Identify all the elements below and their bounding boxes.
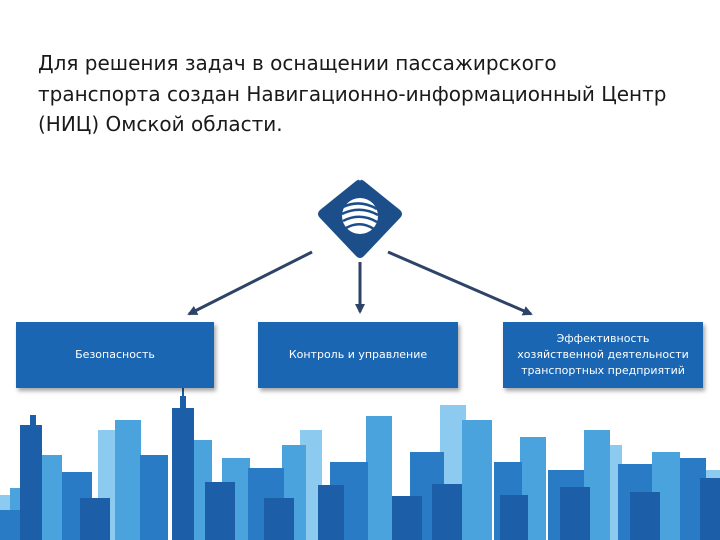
box-efficiency-line-2: хозяйственной деятельности (517, 348, 689, 361)
box-efficiency-line-1: Эффективность (556, 332, 650, 345)
box-efficiency-label: Эффективность хозяйственной деятельности… (517, 331, 689, 379)
box-control: Контроль и управление (258, 322, 458, 388)
box-efficiency: Эффективность хозяйственной деятельности… (503, 322, 703, 388)
intro-line-3: (НИЦ) Омской области. (38, 112, 283, 136)
globe-logo-icon (341, 198, 379, 234)
box-efficiency-line-3: транспортных предприятий (521, 364, 685, 377)
arrow-to-safety (187, 250, 313, 316)
box-safety: Безопасность (16, 322, 214, 388)
city-skyline (0, 382, 720, 540)
center-node (318, 179, 402, 258)
arrow-to-efficiency (387, 250, 533, 316)
intro-line-2: транспорта создан Навигационно-информаци… (38, 81, 667, 106)
box-control-label: Контроль и управление (288, 348, 428, 361)
box-safety-label: Безопасность (75, 348, 155, 361)
intro-text: Для решения задач в оснащении пассажирск… (38, 48, 708, 140)
intro-line-1: Для решения задач в оснащении пассажирск… (38, 51, 557, 75)
